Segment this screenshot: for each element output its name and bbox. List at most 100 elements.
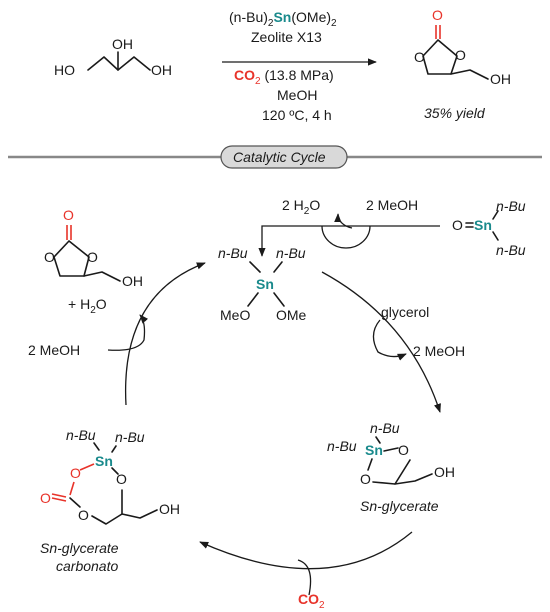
carbonato-o-right: O bbox=[116, 471, 127, 487]
methanol-in-label: 2 MeOH bbox=[366, 197, 418, 213]
water-out-arrow bbox=[334, 213, 353, 229]
glycerate-bond-top bbox=[375, 436, 381, 444]
co2-entry-curve bbox=[297, 559, 312, 596]
catalyst-bond-lr bbox=[273, 292, 285, 307]
methanol-out-label: 2 MeOH bbox=[413, 343, 465, 359]
carbonato-backbone bbox=[91, 489, 123, 525]
carbonato-co-a bbox=[51, 493, 67, 498]
cycle-carbonyl-oxygen: O bbox=[63, 207, 74, 223]
activation-arrow bbox=[258, 225, 440, 257]
glycerate-nbu-left: n-Bu bbox=[327, 438, 357, 454]
glycerol-label: glycerol bbox=[381, 304, 429, 320]
ring-oxygen-left: O bbox=[414, 49, 425, 65]
sn-glycerate-carbonato-structure: n-Bu n-Bu Sn O O O O OH Sn-glycerate car… bbox=[40, 427, 180, 574]
glycerate-o-bottom: O bbox=[360, 471, 371, 487]
water-o: O bbox=[309, 197, 320, 213]
methanol-left-label: 2 MeOH bbox=[28, 342, 80, 358]
carbonato-bond-ul bbox=[93, 442, 100, 451]
reagent-meoh: MeOH bbox=[277, 87, 317, 103]
co2-co: CO bbox=[298, 591, 319, 607]
catalytic-cycle-title: Catalytic Cycle bbox=[233, 149, 326, 165]
glycerate-sn-o1 bbox=[383, 447, 399, 452]
catalyst-sn: Sn bbox=[256, 276, 274, 292]
cycle-arrow-right bbox=[321, 271, 441, 413]
tin-oxide-o: O bbox=[452, 217, 463, 233]
glycerol-oh-top: OH bbox=[112, 36, 133, 52]
reaction-conditions: (n-Bu)2Sn(OMe)2 Zeolite X13 CO2 (13.8 MP… bbox=[222, 9, 377, 123]
ring-oxygen-right: O bbox=[455, 47, 466, 63]
catalyst-bond-ur bbox=[273, 261, 283, 273]
catalyst-bond-ll bbox=[247, 292, 259, 307]
tin-oxide-sn: Sn bbox=[474, 217, 492, 233]
catalyst-nbu-left: n-Bu bbox=[218, 245, 248, 261]
catalyst-meo: MeO bbox=[220, 307, 250, 323]
tin-oxide-nbu-bottom: n-Bu bbox=[496, 242, 526, 258]
glycerol-ho-left: HO bbox=[54, 62, 75, 78]
carbonato-bond-ur bbox=[111, 445, 117, 453]
catalyst-ome: OMe bbox=[276, 307, 307, 323]
glycerate-chain bbox=[394, 473, 433, 485]
reagent-zeolite: Zeolite X13 bbox=[251, 29, 322, 45]
plus-sub: 2 bbox=[90, 305, 96, 316]
cycle-divider: Catalytic Cycle bbox=[8, 145, 542, 169]
plus-o: O bbox=[96, 296, 107, 312]
carbonato-sn-o bbox=[111, 467, 119, 475]
water-label: 2 H2O bbox=[282, 197, 320, 217]
cycle-ring-o-right: O bbox=[87, 249, 98, 265]
catalyst-bond-ul bbox=[249, 261, 261, 273]
cycle-product-structure: O O O OH + H2O bbox=[44, 207, 143, 316]
glycerate-nbu-top: n-Bu bbox=[370, 420, 400, 436]
yield-label: 35% yield bbox=[424, 105, 486, 121]
glycerate-o-right: O bbox=[398, 442, 409, 458]
cycle-product-oh: OH bbox=[122, 273, 143, 289]
carbonato-co-b bbox=[51, 497, 67, 502]
carbonato-o-c bbox=[69, 481, 75, 496]
glycerol-carbonate-product: O O O OH 35% yield bbox=[414, 7, 511, 121]
reagent-co2: CO bbox=[234, 67, 255, 83]
glycerol-entry-arrow bbox=[372, 319, 407, 361]
carbonato-nbu-left: n-Bu bbox=[66, 427, 96, 443]
tin-oxide-bond-bottom bbox=[492, 231, 499, 241]
cycle-carbonate-ring bbox=[53, 240, 90, 277]
catalytic-cycle-pill bbox=[220, 145, 348, 169]
sn-glycerate-label: Sn-glycerate bbox=[360, 498, 439, 514]
carbonato-chain bbox=[121, 509, 158, 519]
glycerol-backbone bbox=[87, 56, 151, 71]
carbonato-nbu-right: n-Bu bbox=[115, 429, 145, 445]
carbonate-ring bbox=[422, 39, 458, 75]
reagent-nbu: (n-Bu) bbox=[229, 9, 268, 25]
glycerate-oh: OH bbox=[434, 464, 455, 480]
glycerol-oh-right: OH bbox=[151, 62, 172, 78]
tin-dimethoxide-catalyst: n-Bu n-Bu Sn MeO OMe bbox=[218, 245, 307, 323]
reagent-tin-line: (n-Bu)2Sn(OMe)2 bbox=[229, 9, 337, 29]
sn-glycerate-structure: n-Bu n-Bu Sn O O OH Sn-glycerate bbox=[327, 420, 455, 514]
tin-oxide-bond-top bbox=[492, 210, 499, 220]
reagent-sub2: 2 bbox=[268, 18, 274, 29]
tin-oxide-structure: O Sn n-Bu n-Bu bbox=[452, 198, 526, 258]
carbonato-label-line1: Sn-glycerate bbox=[40, 540, 119, 556]
cycle-ring-o-left: O bbox=[44, 249, 55, 265]
glycerate-sn-o2 bbox=[367, 458, 373, 471]
cycle-arrow-bottom bbox=[199, 531, 413, 570]
catalyst-nbu-right: n-Bu bbox=[276, 245, 306, 261]
reagent-ome: (OMe) bbox=[291, 9, 331, 25]
water-2h: 2 H bbox=[282, 197, 304, 213]
reagent-sub2b: 2 bbox=[331, 18, 337, 29]
carbonato-label-line2: carbonato bbox=[56, 558, 118, 574]
water-sub: 2 bbox=[304, 206, 310, 217]
carbonato-o-red-top: O bbox=[70, 465, 81, 481]
reagent-pressure: (13.8 MPa) bbox=[261, 67, 334, 83]
reagent-co2-sub: 2 bbox=[255, 76, 261, 87]
tin-oxide-nbu-top: n-Bu bbox=[496, 198, 526, 214]
plus-water-label: + H2O bbox=[68, 296, 107, 316]
co2-sub: 2 bbox=[319, 600, 325, 611]
carbonato-oh: OH bbox=[159, 501, 180, 517]
glycerol-structure: HO OH OH bbox=[54, 36, 172, 78]
carbonato-carbonyl-o: O bbox=[40, 490, 51, 506]
reagent-sn: Sn bbox=[273, 9, 291, 25]
glycerate-ring-bottom bbox=[372, 459, 411, 485]
carbonato-sn-o-red bbox=[79, 463, 95, 471]
reaction-conditions-temp: 120 ºC, 4 h bbox=[262, 107, 332, 123]
methanol-left-arrow bbox=[107, 314, 149, 351]
